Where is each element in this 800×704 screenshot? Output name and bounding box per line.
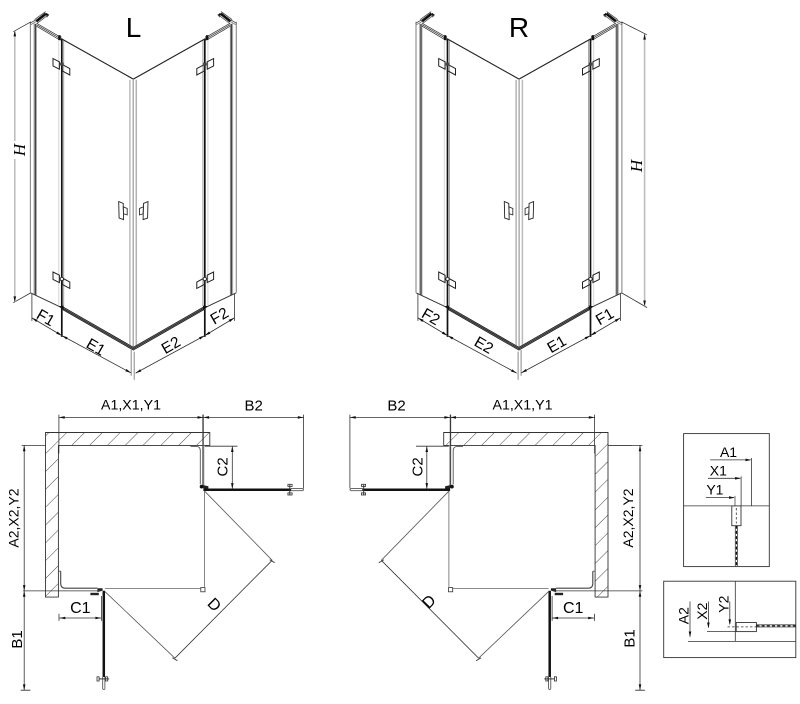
svg-text:C1: C1 (563, 600, 584, 617)
svg-text:B1: B1 (9, 630, 26, 648)
svg-text:B1: B1 (621, 629, 638, 647)
svg-text:C2: C2 (214, 457, 231, 476)
svg-text:A1: A1 (720, 444, 737, 460)
svg-text:A2: A2 (675, 607, 691, 624)
svg-text:A2,X2,Y2: A2,X2,Y2 (6, 488, 22, 547)
svg-text:Y2: Y2 (715, 595, 731, 612)
svg-text:X1: X1 (710, 462, 727, 478)
svg-text:F1: F1 (33, 306, 57, 330)
svg-text:B2: B2 (245, 398, 263, 415)
svg-text:R: R (509, 12, 529, 43)
svg-text:H: H (627, 158, 646, 173)
svg-text:H: H (10, 142, 29, 157)
svg-text:A2,X2,Y2: A2,X2,Y2 (620, 488, 636, 547)
svg-text:F2: F2 (418, 305, 442, 329)
svg-text:C1: C1 (70, 600, 91, 617)
svg-text:F2: F2 (208, 305, 232, 329)
svg-text:C2: C2 (409, 457, 426, 476)
svg-text:L: L (126, 12, 142, 43)
svg-text:F1: F1 (593, 305, 617, 329)
svg-text:A1,X1,Y1: A1,X1,Y1 (101, 397, 161, 413)
svg-text:Y1: Y1 (706, 482, 723, 498)
svg-text:B2: B2 (387, 398, 405, 415)
svg-text:X2: X2 (694, 602, 710, 619)
svg-text:A1,X1,Y1: A1,X1,Y1 (493, 397, 553, 413)
